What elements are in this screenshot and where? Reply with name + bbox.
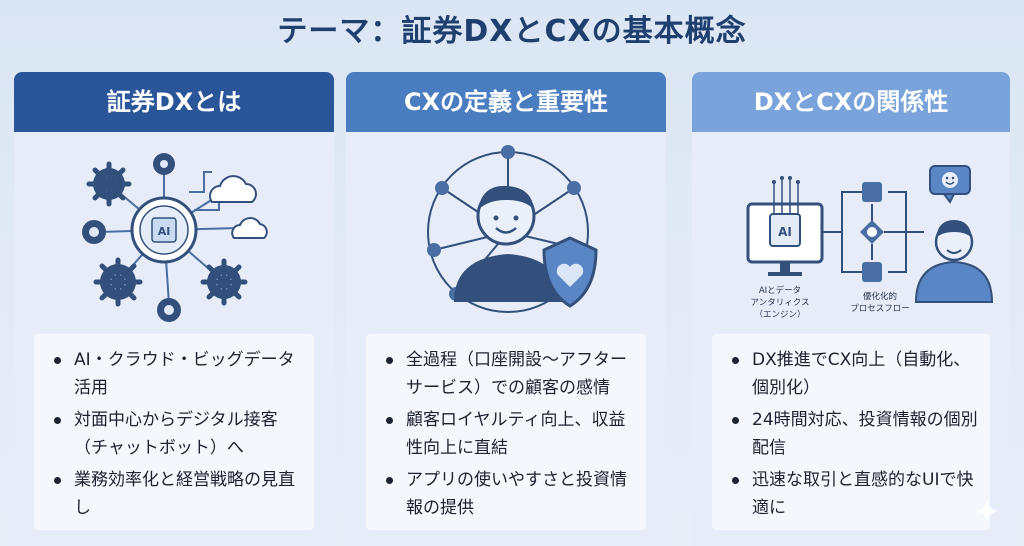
list-item: 顧客ロイヤルティ向上、収益性向上に直結 — [380, 406, 634, 462]
customer-shield-illustration — [427, 145, 598, 313]
list-item: 全過程（口座開設〜アフターサービス）での顧客の感情 — [380, 346, 634, 402]
card-cx-definition: CXの定義と重要性 全過程（口座開設〜アフ — [346, 72, 666, 546]
sparkle-icon — [975, 499, 999, 523]
card-body: AI・クラウド・ビッグデータ活用 対面中心からデジタル接客（チャットボット）へ … — [34, 334, 314, 530]
list-item: DX推進でCX向上（自動化、個別化） — [726, 346, 978, 402]
caption-line: アンタリィクス — [751, 298, 810, 308]
list-item: AI・クラウド・ビッグデータ活用 — [48, 346, 302, 402]
card-header: DXとCXの関係性 — [692, 72, 1010, 132]
list-item: アプリの使いやすさと投資情報の提供 — [380, 466, 634, 522]
ai-chip-label: AI — [778, 225, 792, 239]
list-item: 24時間対応、投資情報の個別配信 — [726, 406, 978, 462]
caption-line: プロセスフロー — [850, 304, 910, 314]
card-header: CXの定義と重要性 — [346, 72, 666, 132]
ai-network-illustration: AI — [82, 153, 268, 322]
dx-cx-flow-illustration: AI — [746, 165, 994, 303]
card-securities-dx: 証券DXとは AI — [14, 72, 334, 546]
caption-line: （エンジン） — [754, 309, 805, 320]
card-body: DX推進でCX向上（自動化、個別化） 24時間対応、投資情報の個別配信 迅速な取… — [712, 334, 990, 530]
ai-chip-label: AI — [158, 225, 171, 238]
page-title: テーマ：証券DXとCXの基本概念 — [277, 14, 747, 49]
flow-captions: AIとデータ アンタリィクス （エンジン） 優化化的 プロセスフロー — [751, 285, 910, 320]
card-header: 証券DXとは — [14, 72, 334, 132]
list-item: 迅速な取引と直感的なUIで快適に — [726, 466, 978, 522]
caption-line: 優化化的 — [863, 291, 897, 302]
list-item: 対面中心からデジタル接客（チャットボット）へ — [48, 406, 302, 462]
caption-line: AIとデータ — [759, 285, 801, 296]
list-item: 業務効率化と経営戦略の見直し — [48, 466, 302, 522]
card-dx-cx-relationship: DXとCXの関係性 AI — [692, 72, 1010, 546]
card-body: 全過程（口座開設〜アフターサービス）での顧客の感情 顧客ロイヤルティ向上、収益性… — [366, 334, 646, 530]
